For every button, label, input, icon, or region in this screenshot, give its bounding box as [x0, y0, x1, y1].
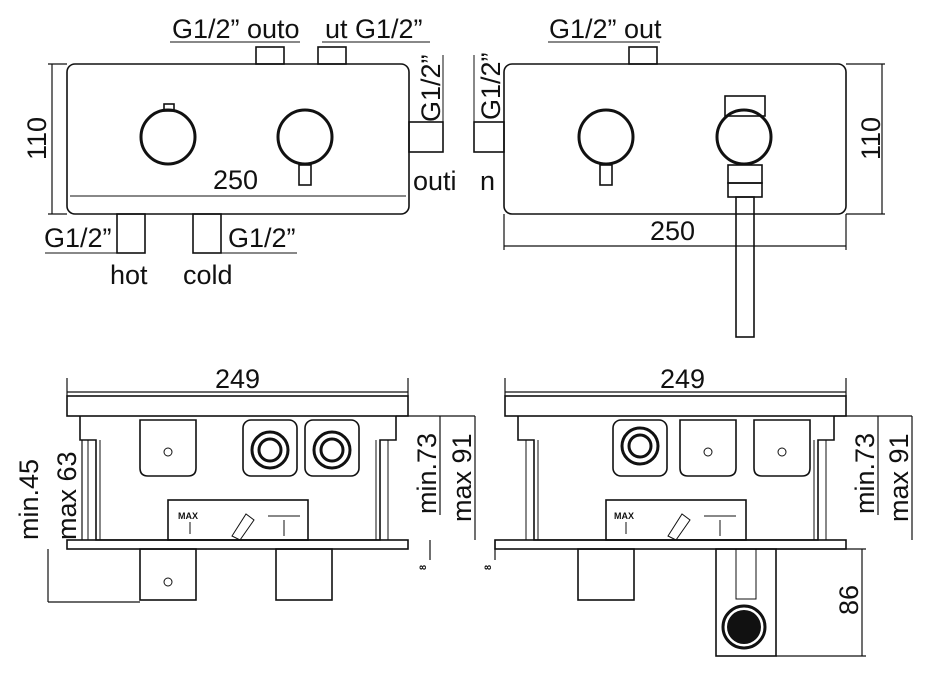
label-side-outlet: G1/2”: [476, 52, 506, 120]
dimension-width-249: 249: [660, 364, 705, 394]
label-top-outlet: G1/2” out: [549, 14, 662, 44]
dimension-eight: 8: [418, 565, 428, 570]
label-side-outlet: G1/2”: [416, 54, 446, 122]
handle-knob-right: [276, 108, 334, 166]
section-view-left: MAX 249 min.45 max 63 min.73 max 91 8: [14, 364, 477, 603]
dimension-min73: min.73: [850, 433, 880, 514]
dimension-width-250: 250: [213, 165, 258, 195]
port-inlet: [620, 426, 660, 466]
shower-outlet-section: [721, 604, 767, 650]
label-cold-thread: G1/2”: [228, 223, 296, 253]
port-cold: [312, 430, 352, 470]
front-view-right: G1/2” out G1/2” n 110 250: [473, 14, 886, 338]
handle-knob: [577, 108, 635, 166]
dimension-min73: min.73: [412, 433, 442, 514]
dimension-width-249: 249: [215, 364, 260, 394]
shower-hose-pipe: [735, 196, 755, 338]
max-marker: MAX: [178, 511, 198, 521]
dimension-height-110: 110: [22, 117, 52, 160]
label-n: n: [480, 166, 495, 196]
label-hot: hot: [110, 260, 148, 290]
max-marker: MAX: [614, 511, 634, 521]
dimension-max63: max 63: [52, 451, 82, 540]
handle-knob-left: [139, 108, 197, 166]
label-outi: outi: [413, 166, 457, 196]
dimension-eight: 8: [483, 565, 493, 570]
dimension-height-110: 110: [856, 117, 886, 160]
label-cold: cold: [183, 260, 233, 290]
dimension-max91: max 91: [884, 433, 914, 522]
plate-outline: [503, 63, 847, 215]
front-view-left: G1/2” outo ut G1/2” G1/2” outi G1/2” G1/…: [22, 14, 457, 290]
label-hot-thread: G1/2”: [44, 223, 112, 253]
dimension-86: 86: [834, 585, 864, 615]
port-hot: [250, 430, 290, 470]
dimension-max91: max 91: [447, 433, 477, 522]
label-top-outlet-left: G1/2” outo: [172, 14, 300, 44]
label-top-outlet-right: ut G1/2”: [325, 14, 423, 44]
dimension-min45: min.45: [14, 459, 44, 540]
dimension-width-250: 250: [650, 216, 695, 246]
section-view-right: MAX 249 min.73 max 91 8 86: [483, 364, 914, 657]
shower-outlet-knob: [715, 108, 773, 166]
